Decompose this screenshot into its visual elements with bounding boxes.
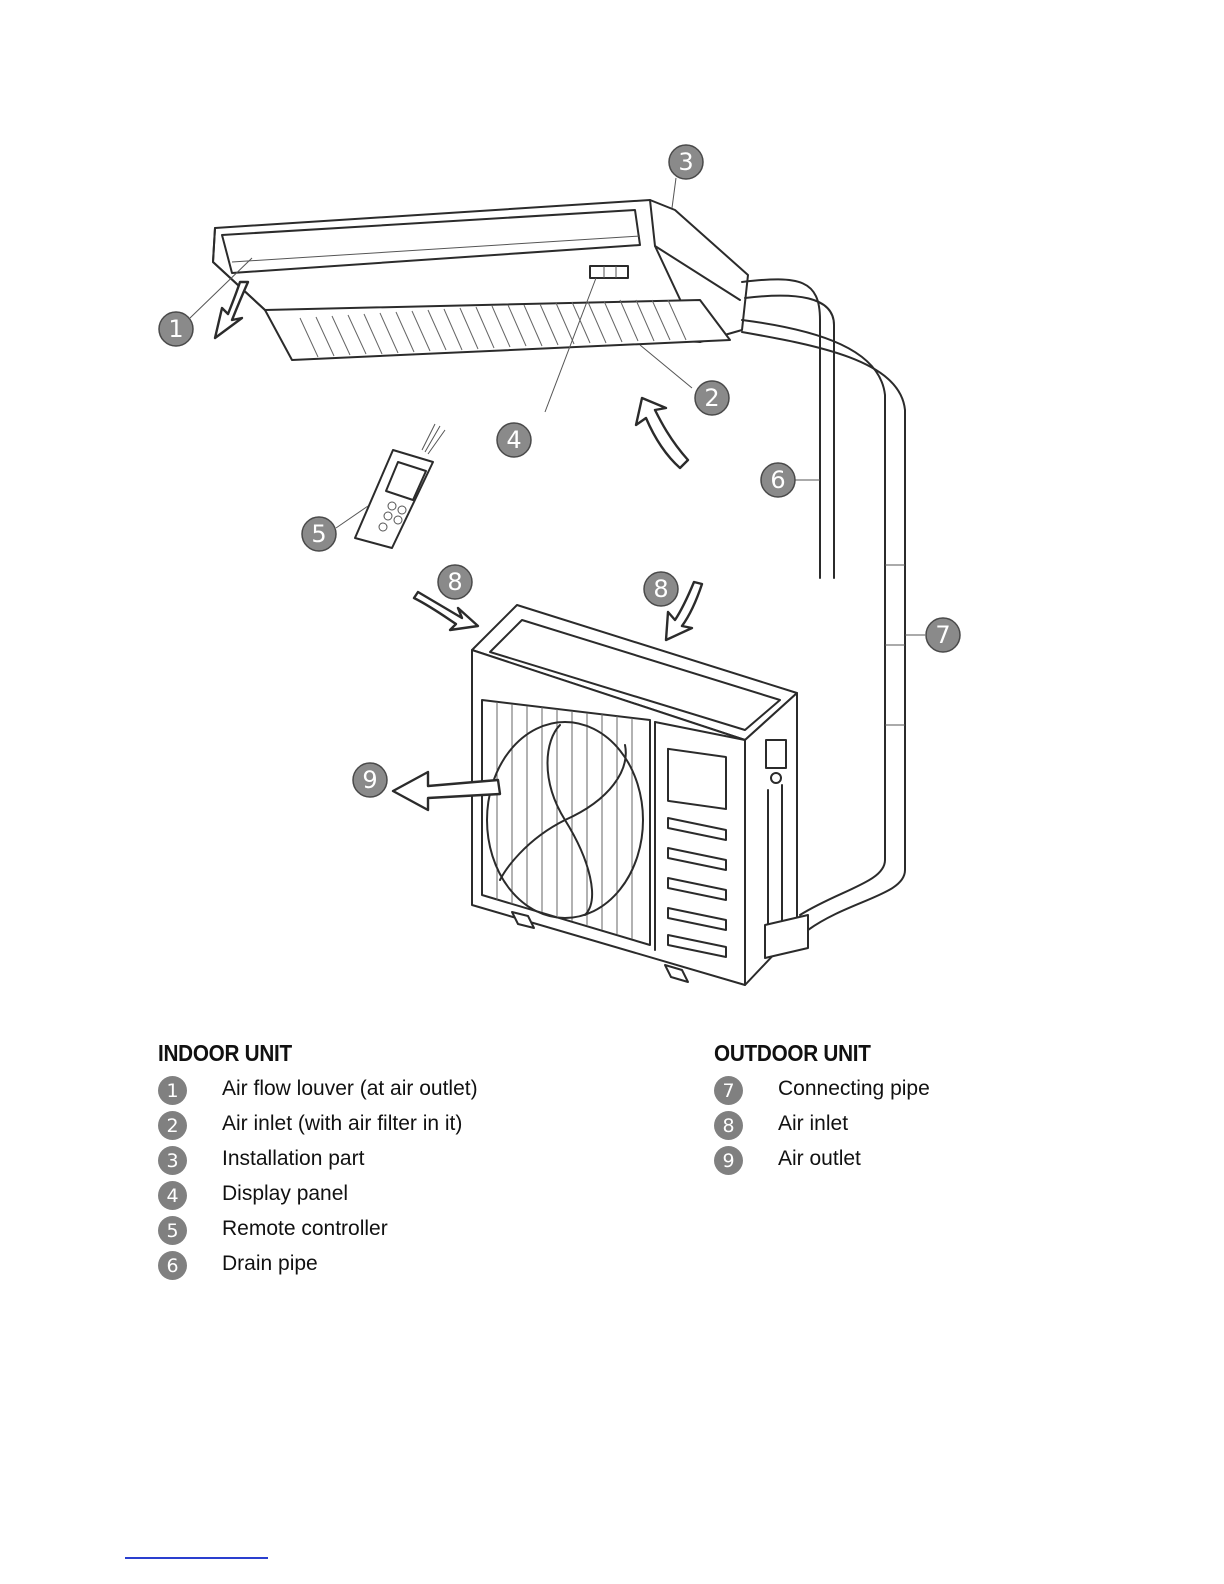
callout-4: 4 — [497, 423, 531, 457]
legend-label: Installation part — [222, 1147, 364, 1171]
callout-3: 3 — [669, 145, 703, 179]
legend-label: Drain pipe — [222, 1252, 318, 1276]
callout-1: 1 — [159, 312, 193, 346]
legend-number-badge: 3 — [158, 1146, 187, 1175]
svg-text:6: 6 — [770, 466, 785, 494]
legend-item: 1 Air flow louver (at air outlet) — [158, 1075, 307, 1110]
svg-text:7: 7 — [935, 621, 950, 649]
outdoor-legend-heading: OUTDOOR UNIT — [714, 1040, 871, 1067]
legend-number-badge: 7 — [714, 1076, 743, 1105]
legend-label: Remote controller — [222, 1217, 388, 1241]
legend-label: Air inlet (with air filter in it) — [222, 1112, 462, 1136]
legend-label: Display panel — [222, 1182, 348, 1206]
callout-6: 6 — [761, 463, 795, 497]
legend-label: Air flow louver (at air outlet) — [222, 1077, 478, 1101]
legend-number-badge: 9 — [714, 1146, 743, 1175]
callout-2: 2 — [695, 381, 729, 415]
svg-text:3: 3 — [678, 148, 693, 176]
indoor-inlet-arrow — [636, 398, 688, 468]
indoor-legend: INDOOR UNIT 1 Air flow louver (at air ou… — [158, 1040, 307, 1285]
outdoor-legend: OUTDOOR UNIT 7 Connecting pipe 8 Air inl… — [714, 1040, 888, 1180]
legend-number-badge: 1 — [158, 1076, 187, 1105]
legend-item: 3 Installation part — [158, 1145, 307, 1180]
legend-item: 9 Air outlet — [714, 1145, 888, 1180]
legend-item: 4 Display panel — [158, 1180, 307, 1215]
svg-text:1: 1 — [168, 315, 183, 343]
legend-item: 5 Remote controller — [158, 1215, 307, 1250]
svg-text:2: 2 — [704, 384, 719, 412]
legend-number-badge: 5 — [158, 1216, 187, 1245]
callout-8-top: 8 — [644, 572, 678, 606]
air-conditioner-diagram: 1 2 3 4 5 6 7 8 8 9 — [0, 0, 1224, 1010]
outdoor-unit — [472, 605, 808, 985]
legend-label: Connecting pipe — [778, 1077, 930, 1101]
svg-text:9: 9 — [362, 766, 377, 794]
callout-5: 5 — [302, 517, 336, 551]
indoor-legend-heading: INDOOR UNIT — [158, 1040, 292, 1067]
footer-rule — [125, 1557, 268, 1559]
legend-item: 8 Air inlet — [714, 1110, 888, 1145]
callout-8-left: 8 — [438, 565, 472, 599]
callout-9: 9 — [353, 763, 387, 797]
legend-item: 2 Air inlet (with air filter in it) — [158, 1110, 307, 1145]
callout-7: 7 — [926, 618, 960, 652]
indoor-unit — [213, 200, 748, 360]
legend-number-badge: 6 — [158, 1251, 187, 1280]
outdoor-inlet-arrow-left — [414, 592, 478, 630]
svg-text:8: 8 — [447, 568, 462, 596]
legend-item: 6 Drain pipe — [158, 1250, 307, 1285]
legend-number-badge: 8 — [714, 1111, 743, 1140]
legend-label: Air outlet — [778, 1147, 861, 1171]
svg-text:5: 5 — [311, 520, 326, 548]
legend-number-badge: 2 — [158, 1111, 187, 1140]
drain-pipe — [742, 279, 834, 578]
svg-text:4: 4 — [506, 426, 521, 454]
remote-controller — [355, 424, 445, 548]
svg-text:8: 8 — [653, 575, 668, 603]
legend-number-badge: 4 — [158, 1181, 187, 1210]
louver-arrow — [215, 282, 248, 338]
legend-label: Air inlet — [778, 1112, 848, 1136]
legend-item: 7 Connecting pipe — [714, 1075, 888, 1110]
